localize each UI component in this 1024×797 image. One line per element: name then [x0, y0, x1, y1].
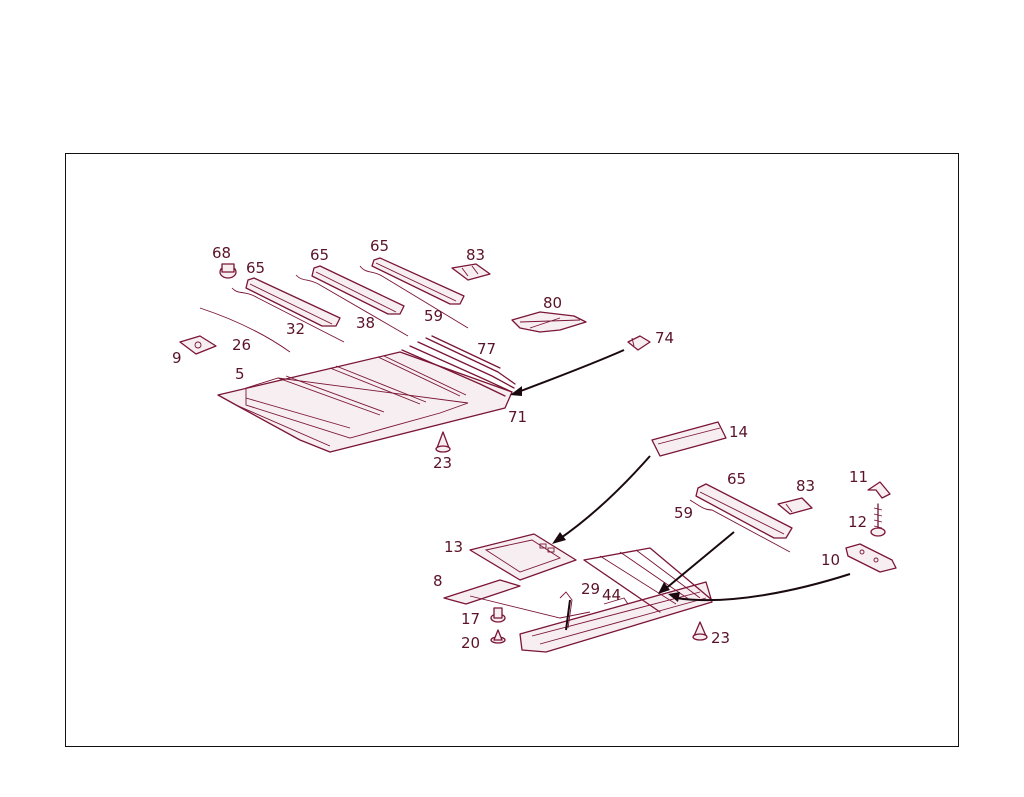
callout-65-a: 65 — [246, 259, 265, 277]
callout-10: 10 — [821, 551, 840, 569]
callout-44: 44 — [602, 586, 621, 604]
clip-68 — [219, 263, 237, 279]
callout-23-upper: 23 — [433, 454, 452, 472]
fastener-20 — [490, 629, 506, 644]
roof-bow-65-c — [371, 257, 465, 305]
screw-12 — [870, 503, 886, 537]
callout-11: 11 — [849, 468, 868, 486]
callout-83-lower: 83 — [796, 477, 815, 495]
clip-44 — [603, 597, 629, 605]
callout-9: 9 — [172, 349, 182, 367]
arrow-10 — [675, 573, 851, 602]
fastener-23-upper — [435, 431, 451, 453]
diagram-frame — [65, 153, 959, 747]
seal-strip-59 — [359, 265, 469, 329]
callout-32: 32 — [286, 320, 305, 338]
clip-29 — [559, 591, 573, 629]
callout-29: 29 — [581, 580, 600, 598]
roof-bow-65-b — [311, 265, 405, 315]
callout-77: 77 — [477, 340, 496, 358]
callout-65-c: 65 — [370, 237, 389, 255]
roof-bow-65-d — [695, 483, 793, 539]
callout-26: 26 — [232, 336, 251, 354]
clip-74 — [627, 335, 651, 351]
arrow-74-head — [510, 386, 522, 396]
callout-65-b: 65 — [310, 246, 329, 264]
bracket-83-lower — [777, 497, 813, 515]
fastener-23-lower — [692, 621, 708, 641]
callout-74: 74 — [655, 329, 674, 347]
callout-13: 13 — [444, 538, 463, 556]
callout-68: 68 — [212, 244, 231, 262]
roof-bow-65-a — [245, 277, 341, 327]
arrow-74 — [517, 349, 625, 393]
arrow-10-head — [668, 592, 680, 602]
callout-65-d: 65 — [727, 470, 746, 488]
callout-38: 38 — [356, 314, 375, 332]
callout-59-lower: 59 — [674, 504, 693, 522]
seal-strip-38 — [295, 274, 409, 337]
roof-panel-assembly — [217, 335, 516, 453]
lower-assembly — [443, 547, 713, 653]
callout-5: 5 — [235, 365, 245, 383]
seal-strip-59-lower — [689, 499, 791, 553]
seal-strip-32 — [231, 287, 345, 343]
part-14 — [651, 421, 727, 457]
seal-strip-26 — [199, 307, 291, 353]
callout-59-upper: 59 — [424, 307, 443, 325]
frame-13 — [469, 533, 577, 581]
part-80 — [511, 311, 587, 333]
callout-labels: 68 65 65 65 83 80 74 77 71 32 38 59 26 9… — [172, 237, 868, 652]
callout-80: 80 — [543, 294, 562, 312]
cover-10 — [845, 543, 897, 573]
callout-12: 12 — [848, 513, 867, 531]
arrow-65-head — [658, 582, 670, 594]
arrow-29 — [565, 599, 571, 631]
callout-8: 8 — [433, 572, 443, 590]
callout-71: 71 — [508, 408, 527, 426]
plate-9 — [179, 335, 217, 355]
callout-83-upper: 83 — [466, 246, 485, 264]
arrow-14 — [557, 455, 651, 541]
callout-20: 20 — [461, 634, 480, 652]
clip-11 — [867, 481, 891, 499]
bracket-83-upper — [451, 263, 491, 281]
arrow-14-head — [552, 532, 566, 544]
callout-14: 14 — [729, 423, 748, 441]
callout-17: 17 — [461, 610, 480, 628]
callout-23-lower: 23 — [711, 629, 730, 647]
arrow-65 — [663, 531, 735, 591]
fastener-17 — [490, 607, 506, 623]
